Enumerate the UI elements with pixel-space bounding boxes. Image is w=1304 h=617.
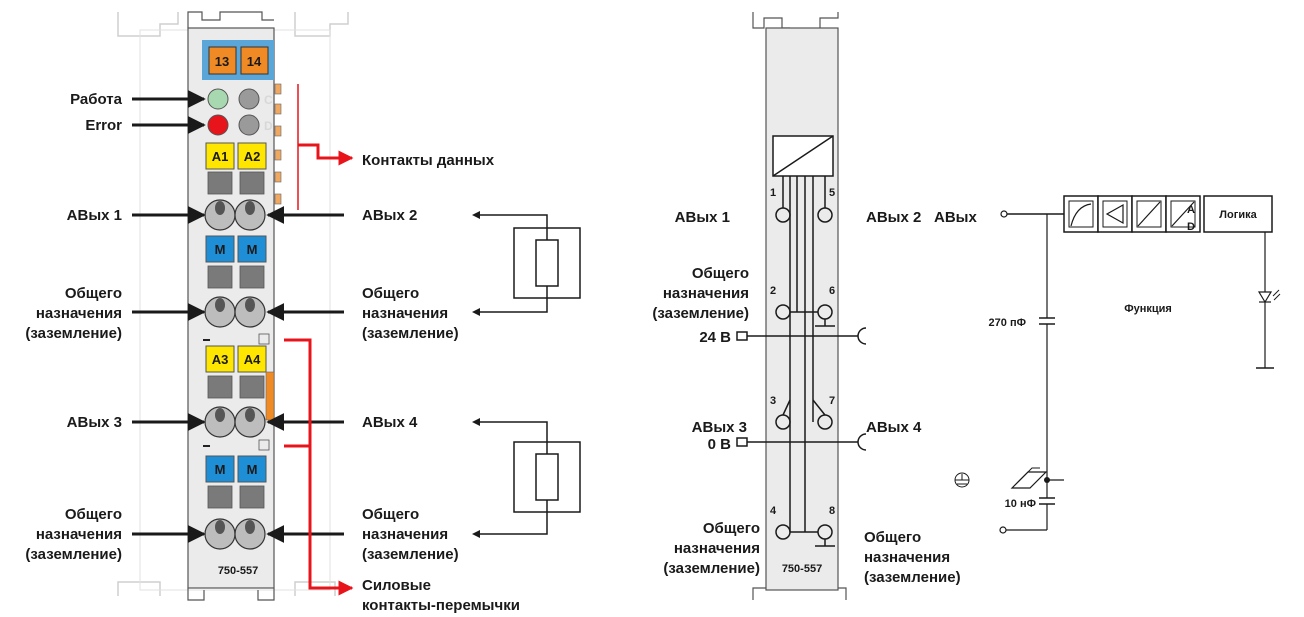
capacitor-1-label: 270 пФ — [989, 317, 1026, 329]
label-error: Error — [85, 117, 122, 134]
label-run: Работа — [70, 91, 123, 108]
pin-5: 5 — [829, 187, 835, 199]
label-common-left-1-b: назначения — [36, 305, 122, 322]
connector-m2 — [237, 235, 267, 263]
mid-label-common1-b: назначения — [663, 285, 749, 302]
mid-label-common-br-b: назначения — [864, 549, 950, 566]
pin-8: 8 — [829, 505, 835, 517]
pin-4: 4 — [770, 505, 777, 517]
label-power-jumper-b: контакты-перемычки — [362, 597, 520, 614]
label-common-right-1-a: Общего — [362, 285, 419, 302]
label-common-left-1-c: (заземление) — [25, 325, 122, 342]
function-label: Функция — [1124, 303, 1172, 315]
connector-m3 — [205, 455, 235, 483]
connector-m4-label: M — [247, 462, 258, 477]
connector-a1 — [205, 142, 235, 170]
connector-a2 — [237, 142, 267, 170]
led-letter-d: D — [264, 119, 273, 133]
badge-13 — [208, 46, 237, 75]
pin-3: 3 — [770, 395, 776, 407]
pin-1: 1 — [770, 187, 776, 199]
connector-m3-label: M — [215, 462, 226, 477]
connector-a2-label: A2 — [244, 149, 261, 164]
mid-label-aout2: АВых 2 — [866, 209, 921, 226]
ad-label-a: A — [1187, 204, 1195, 216]
capacitor-2-label: 10 нФ — [1005, 498, 1036, 510]
label-common-left-2-a: Общего — [65, 506, 122, 523]
connector-m1-label: M — [215, 242, 226, 257]
label-common-left-2-c: (заземление) — [25, 546, 122, 563]
led-c — [238, 88, 260, 110]
connector-m2-label: M — [247, 242, 258, 257]
label-power-jumper-a: Силовые — [362, 577, 431, 594]
mid-label-common-bl-c: (заземление) — [663, 560, 760, 577]
led-error — [207, 114, 229, 136]
right-label-aout: АВых — [934, 209, 977, 226]
badge-14 — [240, 46, 269, 75]
pin-6: 6 — [829, 285, 835, 297]
connector-m4 — [237, 455, 267, 483]
module-left: 13 14 C D A1 A2 M M — [25, 11, 581, 614]
label-aout3: АВых 3 — [67, 414, 122, 431]
mid-label-aout1: АВых 1 — [675, 209, 730, 226]
badge-14-label: 14 — [247, 54, 262, 69]
label-aout1: АВых 1 — [67, 207, 122, 224]
label-common-right-1-b: назначения — [362, 305, 448, 322]
function-block: АВых A D Логика Функция — [934, 195, 1281, 534]
ad-label-d: D — [1187, 221, 1195, 233]
badge-13-label: 13 — [215, 54, 229, 69]
led-letter-c: C — [264, 93, 273, 107]
pin-2: 2 — [770, 285, 776, 297]
filter-block — [1063, 195, 1099, 233]
schematic-body — [765, 27, 839, 591]
mid-label-0v: 0 В — [708, 436, 732, 453]
label-aout4: АВых 4 — [362, 414, 418, 431]
label-common-right-2-c: (заземление) — [362, 546, 459, 563]
label-data-contacts: Контакты данных — [362, 152, 495, 169]
model-label-middle: 750-557 — [782, 563, 822, 575]
mid-label-common-bl-b: назначения — [674, 540, 760, 557]
logic-label: Логика — [1219, 209, 1257, 221]
led-run — [207, 88, 229, 110]
mid-label-common-bl-a: Общего — [703, 520, 760, 537]
model-label-left: 750-557 — [218, 565, 258, 577]
mid-label-common-br-a: Общего — [864, 529, 921, 546]
label-common-right-2-a: Общего — [362, 506, 419, 523]
label-common-right-1-c: (заземление) — [362, 325, 459, 342]
connector-m1 — [205, 235, 235, 263]
connector-a4-label: A4 — [244, 352, 261, 367]
mid-label-common1-a: Общего — [692, 265, 749, 282]
pin-7: 7 — [829, 395, 835, 407]
connector-a3 — [205, 345, 235, 373]
label-common-left-1-a: Общего — [65, 285, 122, 302]
led-d — [238, 114, 260, 136]
mid-label-common-br-c: (заземление) — [864, 569, 961, 586]
logic-block — [1203, 195, 1273, 233]
mid-label-common1-c: (заземление) — [652, 305, 749, 322]
amplifier-block — [1097, 195, 1133, 233]
mid-label-aout4: АВых 4 — [866, 419, 922, 436]
label-aout2: АВых 2 — [362, 207, 417, 224]
connector-a4 — [237, 345, 267, 373]
module-middle: 1 2 3 4 5 6 7 8 750-557 АВых 1 АВых 2 АВ… — [652, 12, 961, 600]
label-common-left-2-b: назначения — [36, 526, 122, 543]
mid-label-24v: 24 В — [699, 329, 731, 346]
connector-a3-label: A3 — [212, 352, 229, 367]
mid-label-aout3: АВых 3 — [692, 419, 747, 436]
connector-a1-label: A1 — [212, 149, 229, 164]
label-common-right-2-b: назначения — [362, 526, 448, 543]
